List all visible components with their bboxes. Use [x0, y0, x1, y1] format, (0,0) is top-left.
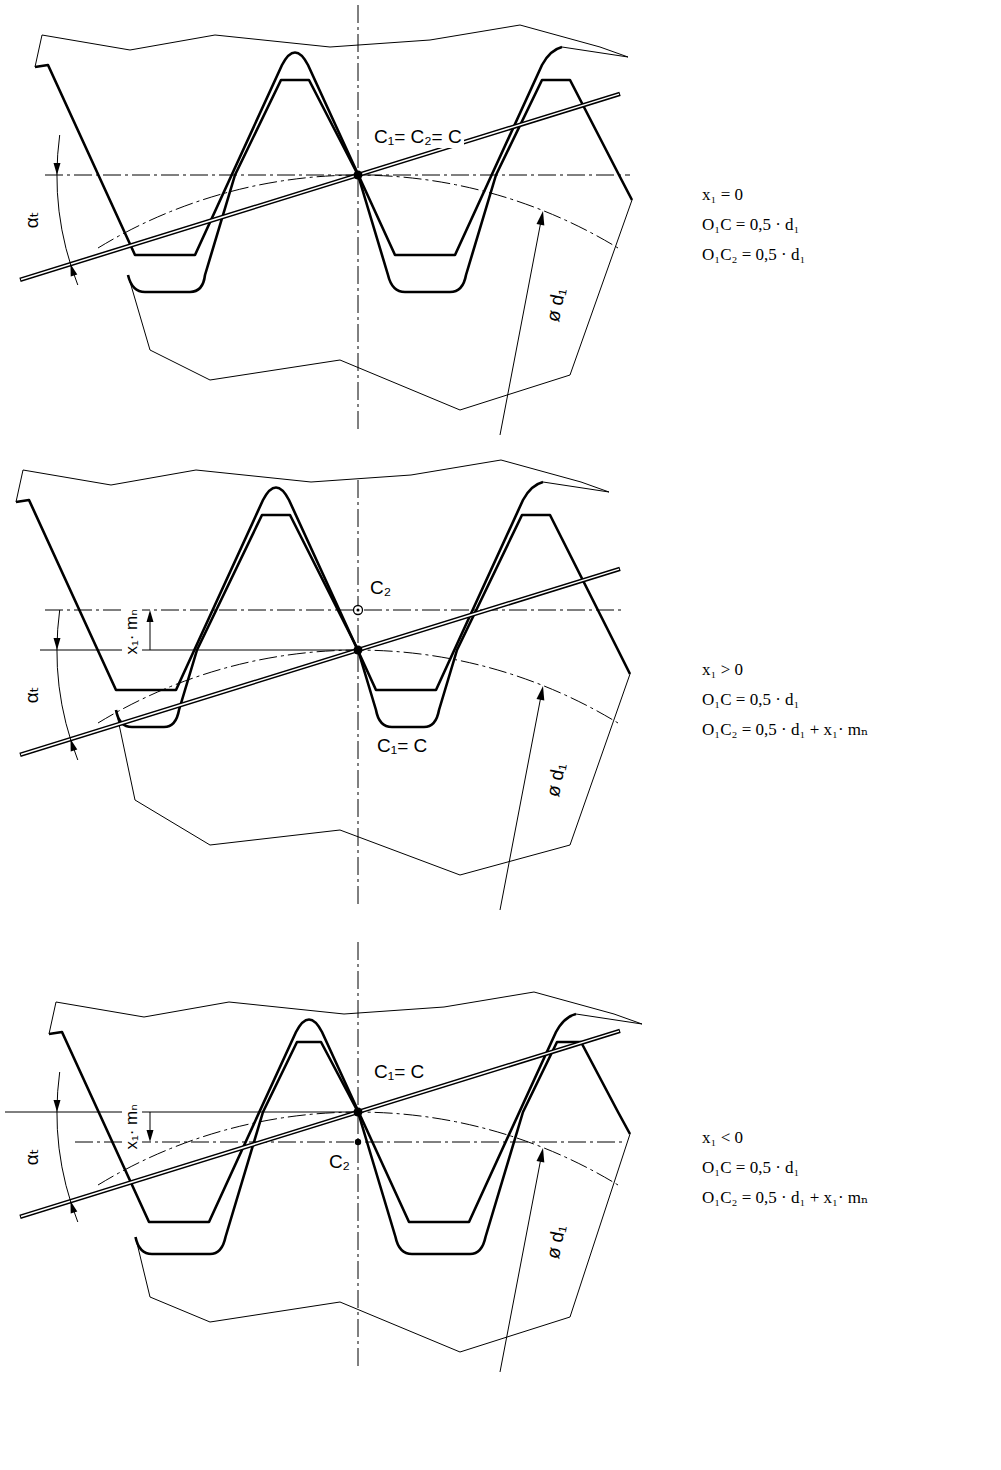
- formula-text: O₁C₂ = 0,5 · d₁ + x₁· mₙ: [700, 1188, 870, 1208]
- rack-instance: [16, 460, 609, 690]
- common-instance: [20, 480, 620, 910]
- common-instance: [20, 5, 620, 435]
- shift-arrow: [150, 1112, 151, 1132]
- formula-text: x₁ < 0: [700, 1128, 745, 1148]
- datum-point: [355, 1139, 361, 1145]
- gear-body-outline: [128, 200, 632, 410]
- panel-zero-shift: [20, 5, 632, 435]
- shift-dimension: x₁· mₙ: [122, 607, 142, 657]
- gear-profile: [116, 515, 630, 727]
- rack-datum-line: [75, 1142, 625, 1143]
- datum-point-center: [357, 609, 360, 612]
- angle-label: αₜ: [21, 1147, 43, 1168]
- reference-line: [45, 175, 630, 176]
- panel-negative-shift: [5, 942, 642, 1372]
- point-label: C₂: [368, 577, 393, 599]
- diameter-label: ø d₁: [542, 284, 571, 325]
- point-label: C₁= C: [372, 1061, 426, 1083]
- panel-positive-shift: [16, 460, 630, 910]
- shift-dimension: x₁· mₙ: [122, 1102, 142, 1152]
- point-label: C₂: [327, 1151, 352, 1173]
- formula-text: O₁C₂ = 0,5 · d₁ + x₁· mₙ: [700, 720, 870, 740]
- reference-line: [40, 650, 358, 651]
- formula-text: O₁C = 0,5 · d₁: [700, 215, 801, 235]
- shift-arrow: [150, 620, 151, 650]
- point-label: C₁= C: [375, 735, 429, 757]
- formula-text: O₁C = 0,5 · d₁: [700, 1158, 801, 1178]
- common-instance: [20, 942, 620, 1372]
- angle-label: αₜ: [21, 210, 43, 231]
- datum-point: [354, 606, 363, 615]
- angle-label: αₜ: [21, 685, 43, 706]
- formula-text: O₁C = 0,5 · d₁: [700, 690, 801, 710]
- diameter-label: ø d₁: [542, 1221, 571, 1262]
- formula-text: O₁C₂ = 0,5 · d₁: [700, 245, 807, 265]
- formula-text: x₁ > 0: [700, 660, 745, 680]
- reference-line: [5, 1112, 358, 1113]
- diameter-label: ø d₁: [542, 759, 571, 800]
- arrow-head: [147, 610, 154, 622]
- arrow-head: [147, 1130, 154, 1142]
- rack-instance: [49, 992, 642, 1222]
- formula-text: x₁ = 0: [700, 185, 745, 205]
- point-label: C₁= C₂= C: [372, 126, 464, 148]
